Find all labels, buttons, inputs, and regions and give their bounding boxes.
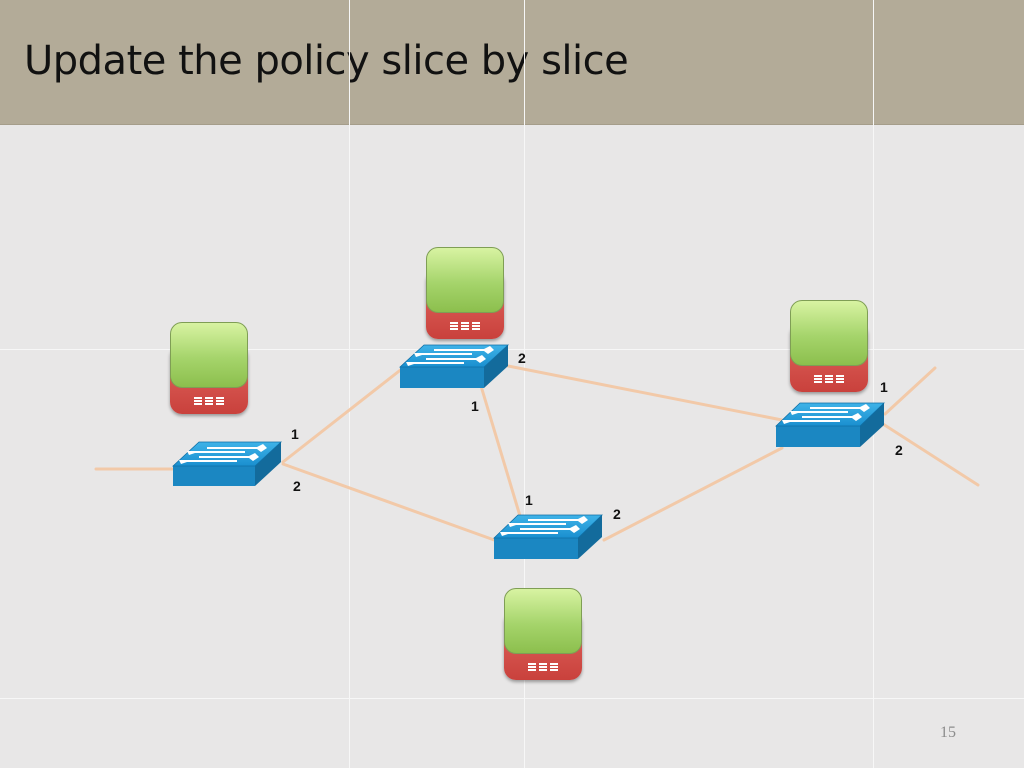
link-s2-s3	[479, 384, 522, 518]
link-s4-external-right-bottom	[881, 422, 980, 487]
controller-icon	[170, 322, 248, 414]
grid-line	[349, 0, 350, 768]
port-label-s4-p2: 2	[895, 442, 903, 458]
link-s2-s4	[506, 364, 784, 422]
controller-icon	[790, 300, 868, 392]
network-switch-icon	[775, 402, 885, 447]
port-label-s3-p1: 1	[525, 492, 533, 508]
title-bar: Update the policy slice by slice	[0, 0, 1024, 125]
link-s4-external-right-top	[883, 366, 937, 416]
network-switch-icon	[171, 441, 283, 486]
link-s3-s4	[602, 446, 784, 542]
network-switch-icon	[493, 514, 603, 559]
link-s1-s3	[281, 462, 499, 543]
port-label-s1-p1: 1	[291, 426, 299, 442]
links	[94, 364, 980, 543]
network-switch-icon	[398, 344, 510, 388]
grid-line	[0, 698, 1024, 699]
grid-line	[524, 0, 525, 768]
controller-icon	[426, 247, 504, 339]
controller-icon	[504, 588, 582, 680]
slide-title: Update the policy slice by slice	[24, 38, 629, 84]
link-s1-s2	[281, 366, 405, 464]
grid-line	[0, 349, 1024, 350]
port-label-s3-p2: 2	[613, 506, 621, 522]
port-label-s2-p2: 2	[518, 350, 526, 366]
port-label-s4-p1: 1	[880, 379, 888, 395]
port-label-s1-p2: 2	[293, 478, 301, 494]
grid-line	[873, 0, 874, 768]
port-label-s2-p1: 1	[471, 398, 479, 414]
page-number: 15	[940, 724, 956, 741]
